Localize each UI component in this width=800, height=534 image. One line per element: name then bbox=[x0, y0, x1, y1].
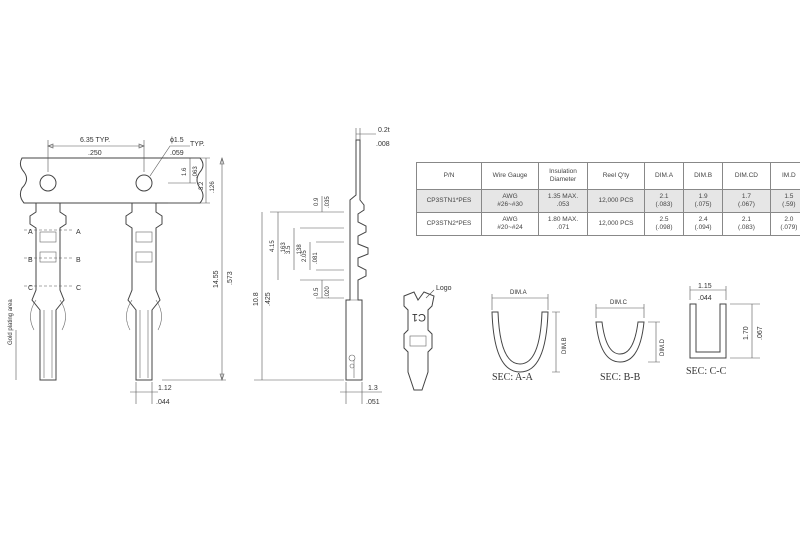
d415-mm: 4.15 bbox=[270, 240, 276, 252]
d108-mm: 10.8 bbox=[253, 292, 260, 306]
section-cc-label: SEC: C-C bbox=[686, 366, 727, 377]
section-bb-dim: DIM.C bbox=[610, 300, 628, 306]
side-profile bbox=[345, 139, 369, 381]
d2-in: .126 bbox=[210, 181, 216, 193]
section-a-left: A bbox=[28, 229, 33, 236]
cell-reel: 12,000 PCS bbox=[587, 212, 645, 236]
cell-dim-a: 2.5(.098) bbox=[643, 212, 685, 236]
cell-pn: CP3STN2*PES bbox=[416, 212, 482, 236]
front-view: A A B B C C Gold plating area 6.35 TYP. … bbox=[8, 137, 234, 406]
logo-view: Logo C1 bbox=[403, 285, 452, 391]
cell-gauge: AWG#20~#24 bbox=[481, 212, 539, 236]
cell-dim-b: 1.9(.075) bbox=[683, 189, 724, 213]
section-bb-dim-side: DIM.D bbox=[660, 338, 666, 356]
cell-dim-cd: 1.7(.067) bbox=[722, 189, 771, 213]
d13-in: .051 bbox=[366, 399, 380, 406]
section-c-left: C bbox=[28, 285, 33, 292]
d205-mm: 2.05 bbox=[302, 250, 308, 262]
section-aa: DIM.A DIM.B SEC: A-A bbox=[491, 290, 568, 383]
logo-mark: C1 bbox=[412, 311, 426, 323]
section-b-left: B bbox=[28, 257, 33, 264]
section-aa-shape bbox=[491, 311, 549, 373]
section-a-right: A bbox=[76, 229, 81, 236]
section-cc-h-mm: 1.70 bbox=[743, 326, 750, 340]
header-dim-b: DIM.B bbox=[683, 162, 724, 190]
header-dim-d: IM.D bbox=[769, 162, 800, 190]
side-view: 0.2t .008 0.9 .035 4.15 .163 3.5 .138 2.… bbox=[253, 127, 390, 406]
length-mm: 14.55 bbox=[213, 270, 220, 288]
header-dim-cd: DIM.CD bbox=[722, 162, 771, 190]
section-cc-w-in: .044 bbox=[698, 295, 712, 302]
d205-in: .081 bbox=[313, 252, 319, 264]
cell-dim-d: 2.0(.079) bbox=[769, 212, 800, 236]
d35-in: .138 bbox=[297, 244, 303, 256]
d09-in: .035 bbox=[325, 196, 331, 208]
logo-profile bbox=[403, 291, 435, 391]
length-in: .573 bbox=[227, 271, 234, 285]
table-header-row: P/N Wire Gauge Insulation Diameter Reel … bbox=[416, 162, 800, 190]
header-reel-qty: Reel Q'ty bbox=[587, 162, 645, 190]
d2-mm: 3.2 bbox=[199, 181, 205, 190]
section-cc-shape bbox=[689, 303, 727, 359]
header-wire-gauge: Wire Gauge bbox=[481, 162, 539, 190]
d05-mm: 0.5 bbox=[314, 287, 320, 296]
cell-pn: CP3STN1*PES bbox=[416, 189, 482, 213]
d415-in: .163 bbox=[281, 242, 287, 254]
d35-mm: 3.5 bbox=[286, 245, 292, 254]
section-aa-dim: DIM.A bbox=[510, 290, 527, 296]
pilot-hole-1 bbox=[39, 174, 57, 192]
d1-in: .063 bbox=[193, 166, 199, 178]
cell-dim-b: 2.4(.094) bbox=[683, 212, 724, 236]
cell-dim-cd: 2.1(.083) bbox=[722, 212, 771, 236]
section-aa-dim-side: DIM.B bbox=[562, 337, 568, 354]
d108-in: .425 bbox=[265, 292, 272, 306]
header-insulation: Insulation Diameter bbox=[538, 162, 588, 190]
section-cc-w-mm: 1.15 bbox=[698, 283, 712, 290]
section-cc: 1.15 .044 1.70 .067 SEC: C-C bbox=[686, 283, 764, 377]
table-row: CP3STN1*PES AWG#26~#30 1.35 MAX..053 12,… bbox=[416, 189, 800, 213]
header-pn: P/N bbox=[416, 162, 482, 190]
header-dim-a: DIM.A bbox=[643, 162, 685, 190]
table-row: CP3STN2*PES AWG#20~#24 1.80 MAX..071 12,… bbox=[416, 212, 800, 236]
pitch-in: .250 bbox=[88, 150, 102, 157]
width-in: .044 bbox=[156, 399, 170, 406]
d05-in: .020 bbox=[325, 286, 331, 298]
section-aa-label: SEC: A-A bbox=[492, 372, 534, 383]
thick-in: .008 bbox=[376, 141, 390, 148]
section-cc-h-in: .067 bbox=[757, 326, 764, 340]
pitch-mm: 6.35 TYP. bbox=[80, 137, 110, 144]
cell-dim-a: 2.1(.083) bbox=[643, 189, 685, 213]
terminal-left bbox=[29, 202, 67, 381]
d13-mm: 1.3 bbox=[368, 385, 378, 392]
section-b-right: B bbox=[76, 257, 81, 264]
thick-mm: 0.2t bbox=[378, 127, 390, 134]
hole-mm: ϕ1.5 bbox=[170, 137, 184, 144]
cell-insulation: 1.35 MAX..053 bbox=[538, 189, 588, 213]
pilot-hole-2 bbox=[135, 174, 153, 192]
cell-dim-d: 1.5(.59) bbox=[769, 189, 800, 213]
hole-in: .059 bbox=[170, 150, 184, 157]
terminal-right bbox=[125, 202, 163, 381]
section-bb-label: SEC: B-B bbox=[600, 372, 641, 383]
hole-typ: TYP. bbox=[190, 141, 205, 148]
cell-gauge: AWG#26~#30 bbox=[481, 189, 539, 213]
section-c-right: C bbox=[76, 285, 81, 292]
section-bb-shape bbox=[595, 321, 645, 363]
width-mm: 1.12 bbox=[158, 385, 172, 392]
d09-mm: 0.9 bbox=[314, 197, 320, 206]
section-bb: DIM.C DIM.D SEC: B-B bbox=[595, 300, 666, 383]
d1-mm: 1.6 bbox=[182, 167, 188, 176]
spec-table: P/N Wire Gauge Insulation Diameter Reel … bbox=[416, 162, 800, 236]
cell-reel: 12,000 PCS bbox=[587, 189, 645, 213]
logo-label: Logo bbox=[436, 285, 452, 292]
cell-insulation: 1.80 MAX..071 bbox=[538, 212, 588, 236]
gold-plating-label: Gold plating area bbox=[8, 299, 14, 345]
